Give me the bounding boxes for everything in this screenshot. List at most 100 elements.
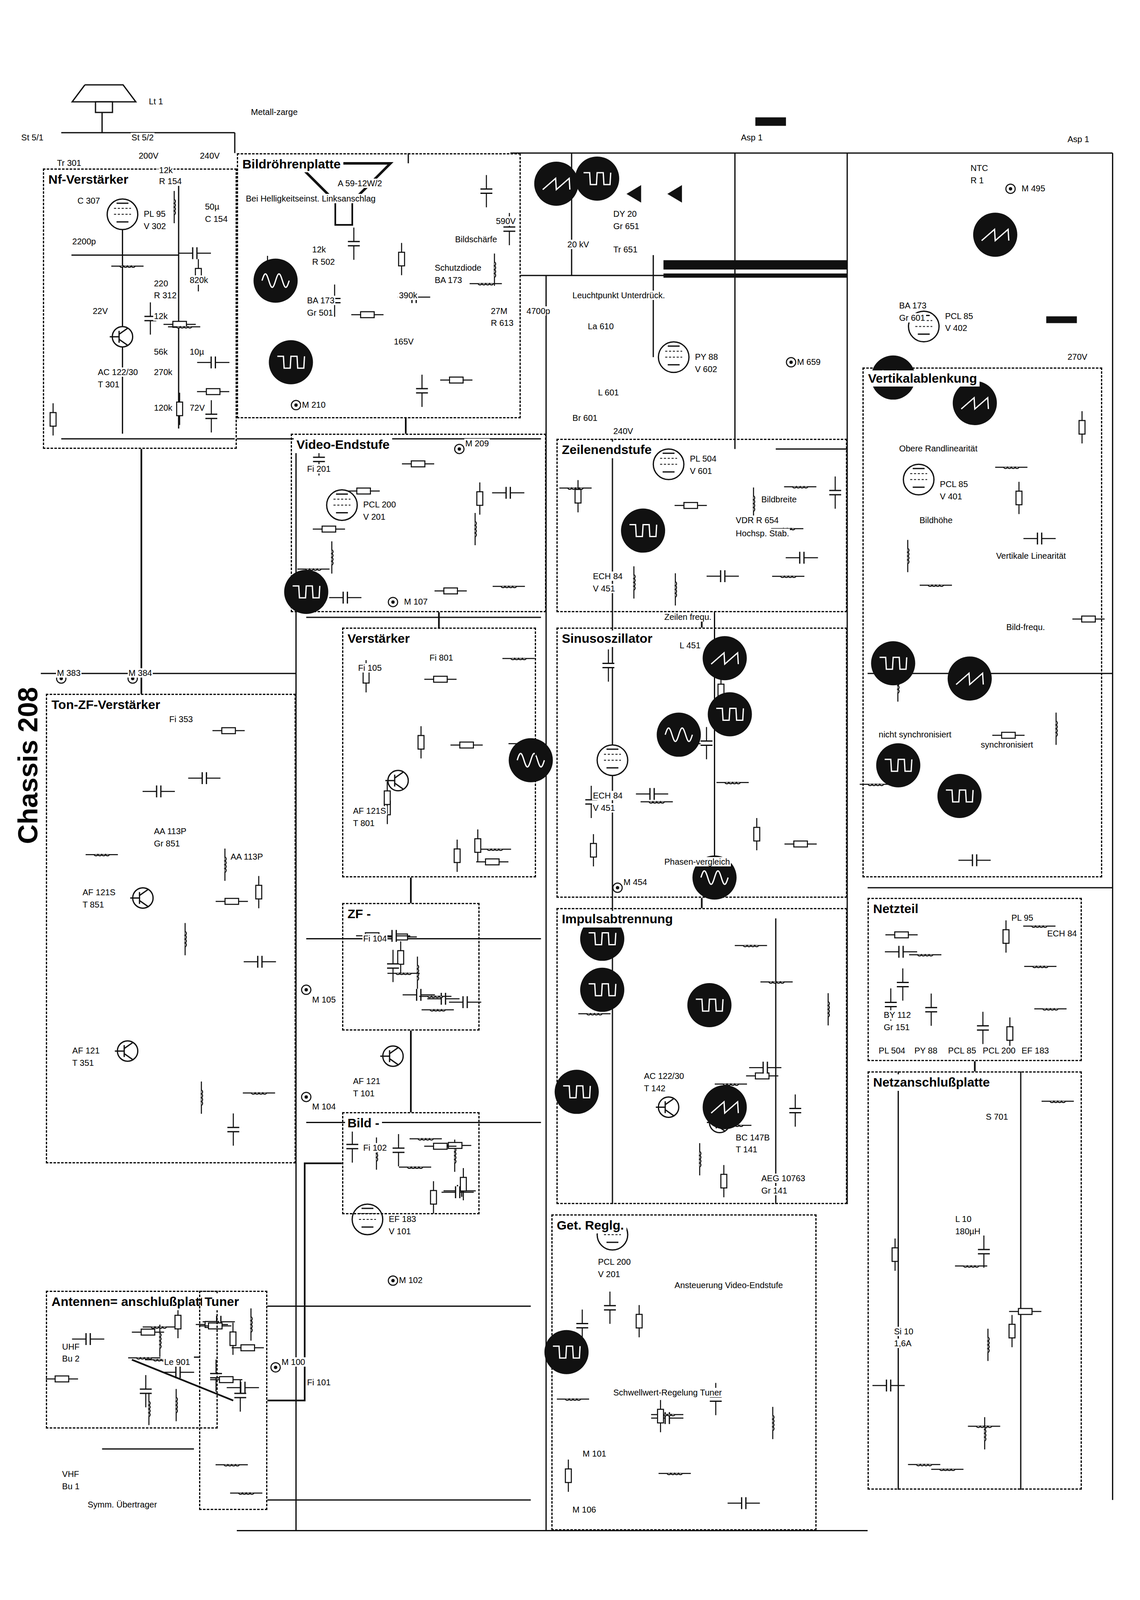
wire <box>306 1122 542 1124</box>
part-label: C 154 <box>204 214 229 224</box>
scope-screen <box>702 1085 747 1130</box>
transistor-leads <box>655 1098 674 1116</box>
resistor-symbol <box>1008 1324 1015 1339</box>
scope-screen <box>508 738 554 783</box>
component-symbol <box>1078 411 1085 444</box>
component-symbol <box>789 1094 802 1127</box>
test-point <box>1005 184 1016 194</box>
capacitor-symbol <box>503 227 516 232</box>
scope-screen <box>876 743 921 788</box>
component-symbol <box>1016 482 1023 515</box>
component-symbol <box>753 818 760 851</box>
wire <box>407 153 410 164</box>
scope-group <box>253 156 1018 1375</box>
component-symbol <box>700 727 713 760</box>
part-label: 180µH <box>954 1227 982 1237</box>
component-symbol <box>909 954 942 957</box>
capacitor-gap <box>441 993 446 1006</box>
component-symbol <box>397 941 404 975</box>
coil-symbol <box>185 931 187 947</box>
capacitor-gap <box>202 772 207 785</box>
waveform <box>292 586 321 599</box>
component-symbol <box>720 1165 727 1198</box>
component-symbol <box>351 311 384 318</box>
component-symbol <box>977 1012 989 1045</box>
component-symbol <box>188 772 221 785</box>
component-symbol <box>590 834 597 867</box>
capacitor-gap <box>175 1366 180 1379</box>
capacitor-symbol <box>925 1008 938 1013</box>
transistor-symbol <box>115 1041 138 1062</box>
capacitor-symbol <box>227 1127 240 1132</box>
resistor-symbol <box>1002 929 1009 944</box>
tube-symbol <box>352 1204 383 1236</box>
tube-electrode <box>912 468 925 488</box>
part-label: PCL 200 <box>597 1257 632 1267</box>
component-symbol <box>491 486 525 499</box>
component-symbol <box>907 540 910 573</box>
test-ring <box>301 985 312 995</box>
test-ring <box>454 444 464 454</box>
component-symbol <box>199 1323 232 1330</box>
part-label: T 801 <box>352 818 376 829</box>
signal-connector <box>140 449 143 694</box>
coil-symbol <box>331 550 334 566</box>
tube-envelope <box>903 464 935 495</box>
scope-screen <box>534 161 579 206</box>
part-label: M 104 <box>311 1102 337 1112</box>
part-label: BA 173 <box>433 275 464 285</box>
capacitor-symbol <box>463 996 468 1009</box>
component-symbol <box>176 1389 178 1422</box>
part-label: Fi 102 <box>362 1143 388 1153</box>
coil-symbol <box>160 1333 162 1349</box>
part-label: M 106 <box>571 1505 598 1515</box>
test-point <box>388 597 398 607</box>
capacitor-gap <box>576 1323 589 1329</box>
section-title: Vertikalablenkung <box>865 370 980 388</box>
part-label: PCL 85 <box>939 479 969 489</box>
component-symbol <box>250 1308 253 1342</box>
wire <box>71 254 179 256</box>
capacitor-gap <box>1037 532 1042 545</box>
part-label: BC 147B <box>735 1133 771 1143</box>
capacitor-gap <box>415 388 428 394</box>
component-symbol <box>142 1327 175 1329</box>
part-label: PL 95 <box>143 209 167 219</box>
test-ring <box>270 1363 281 1373</box>
wire <box>774 918 777 1205</box>
resistor-symbol <box>894 932 909 938</box>
wire <box>102 1448 194 1451</box>
wire <box>867 887 1113 889</box>
waveform <box>517 753 545 768</box>
component-symbol <box>174 1306 181 1339</box>
component-symbol <box>714 1084 747 1086</box>
capacitor-symbol <box>505 486 511 499</box>
part-label: V 602 <box>693 364 718 374</box>
resistor-symbol <box>590 843 597 858</box>
part-label: T 141 <box>735 1145 759 1155</box>
part-label: V 402 <box>944 323 969 333</box>
coil-symbol <box>868 784 884 787</box>
tube-symbol <box>658 342 689 373</box>
coil-symbol <box>429 1010 446 1012</box>
waveform <box>711 653 739 665</box>
tube-envelope <box>658 342 689 373</box>
capacitor-symbol <box>416 989 422 1002</box>
part-label: 200V <box>137 151 160 161</box>
component-symbol <box>1034 1009 1067 1011</box>
capacitor-symbol <box>886 1380 891 1393</box>
resistor-symbol <box>1001 732 1016 739</box>
resistor-symbol <box>418 735 424 750</box>
capacitor-gap <box>700 741 713 746</box>
component-symbol <box>658 1474 691 1476</box>
component-symbol <box>387 973 420 975</box>
part-label: M 210 <box>300 400 327 410</box>
test-dot <box>391 600 395 604</box>
section-box: Video-Endstufe <box>290 433 546 613</box>
test-ring <box>388 1276 398 1286</box>
component-symbol <box>376 1137 378 1171</box>
capacitor-gap <box>346 1144 359 1149</box>
resistor-symbol <box>141 1329 155 1336</box>
component-symbol <box>651 1415 684 1417</box>
section-title: ZF - <box>345 906 374 923</box>
